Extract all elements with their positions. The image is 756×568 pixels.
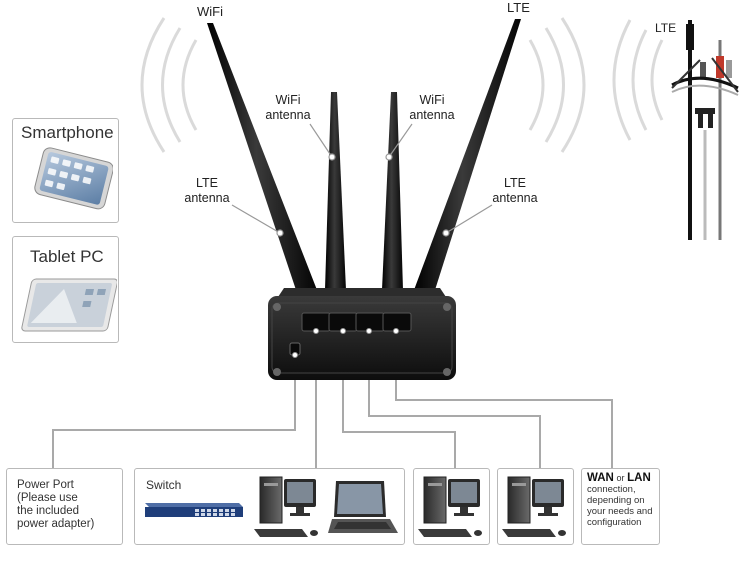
antenna-callouts (231, 123, 493, 237)
wifi-antenna-right-label-2: antenna (409, 108, 454, 122)
lte-antenna-left-label-1: LTE (196, 176, 218, 190)
switch-box: Switch (134, 468, 405, 545)
lte-antenna-left-label-2: antenna (184, 191, 229, 205)
lte-antenna-left (207, 23, 317, 290)
lte-signal-waves-left (528, 17, 586, 153)
wifi-antenna-right-label-1: WiFi (420, 93, 445, 107)
smartphone-label: Smartphone (21, 123, 114, 142)
lte-tower-label: LTE (655, 21, 676, 35)
wifi-antenna-left-label-2: antenna (265, 108, 310, 122)
smartphone-box: Smartphone (12, 118, 119, 223)
desktop-pc-icon (254, 476, 318, 537)
lte-antenna-right (414, 19, 521, 290)
lte-antenna-right-label-2: antenna (492, 191, 537, 205)
switch-icon (145, 503, 243, 517)
switch-label: Switch (146, 478, 182, 492)
wan-lan-desc-3: your needs and (587, 506, 653, 517)
wan-lan-desc-1: connection, (587, 484, 636, 495)
wan-text: WAN (587, 472, 614, 484)
lte-tower-signal-waves (612, 19, 664, 141)
lte-antenna-right-label-1: LTE (504, 176, 526, 190)
pc-box-2 (497, 468, 574, 545)
power-port-box: Power Port (Please use the included powe… (6, 468, 123, 545)
wan-lan-box: WAN or LAN connection, depending on your… (581, 468, 660, 545)
power-port-line-3: the included (17, 505, 80, 517)
laptop-icon (328, 481, 398, 533)
tablet-icon (21, 278, 117, 332)
wifi-signal-label: WiFi (197, 4, 223, 19)
power-port-label: Power Port (Please use the included powe… (17, 479, 94, 531)
wan-lan-label: WAN or LAN connection, depending on your… (587, 472, 659, 528)
smartphone-icon (34, 147, 113, 210)
wifi-antenna-left-label-1: WiFi (276, 93, 301, 107)
power-port-line-2: (Please use (17, 492, 78, 504)
tablet-label: Tablet PC (30, 247, 104, 266)
lte-tower-icon (671, 20, 739, 240)
wan-lan-desc-2: depending on (587, 495, 645, 506)
wifi-signal-waves (140, 17, 198, 153)
tablet-box: Tablet PC (12, 236, 119, 343)
pc-box-1 (413, 468, 490, 545)
wan-lan-heading: WAN or LAN (587, 472, 659, 484)
power-port-line-1: Power Port (17, 479, 74, 491)
lan-text: LAN (627, 472, 651, 484)
power-port-line-4: power adapter) (17, 518, 95, 530)
wan-lan-desc-4: configuration (587, 517, 642, 528)
router-icon (268, 288, 456, 380)
desktop-pc-icon (418, 476, 482, 537)
wifi-antenna-right (382, 92, 403, 290)
wifi-antenna-left (325, 92, 346, 290)
desktop-pc-icon (502, 476, 566, 537)
or-text: or (616, 473, 625, 483)
lte-signal-label: LTE (507, 0, 530, 15)
